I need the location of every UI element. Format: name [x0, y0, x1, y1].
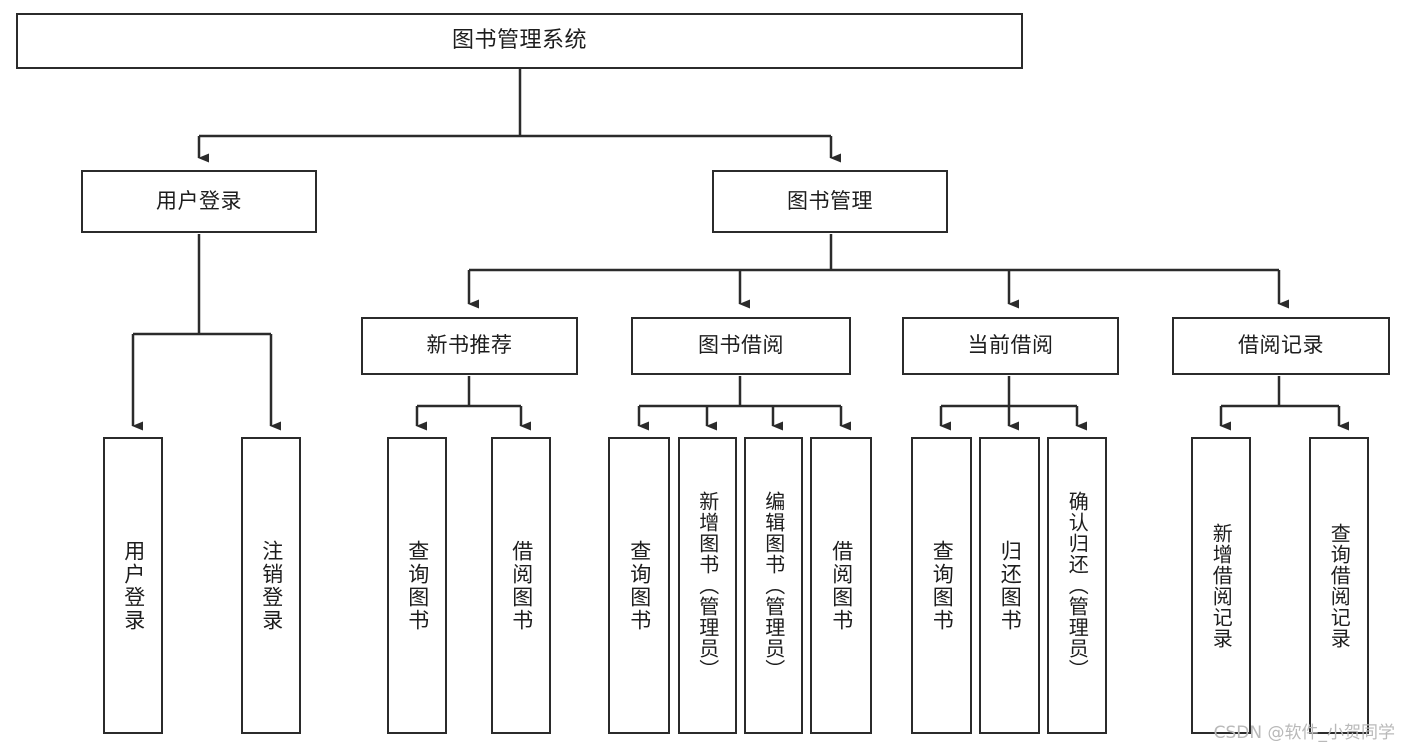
node-current-borrow[interactable]: 当前借阅 [902, 317, 1119, 375]
node-root[interactable]: 图书管理系统 [16, 13, 1023, 69]
leaf-user-logout[interactable]: 注销登录 [241, 437, 301, 734]
node-borrow-record-label: 借阅记录 [1238, 333, 1324, 358]
leaf-rec-add-label: 新增借阅记录 [1209, 522, 1234, 649]
leaf-user-logout-label: 注销登录 [259, 539, 284, 632]
leaf-borrow-query-label: 查询图书 [627, 539, 652, 632]
leaf-rec-borrow-label: 借阅图书 [509, 539, 534, 632]
node-user-login-label: 用户登录 [156, 188, 242, 213]
leaf-borrow-lend-label: 借阅图书 [829, 539, 854, 632]
leaf-borrow-lend[interactable]: 借阅图书 [810, 437, 872, 734]
leaf-rec-query[interactable]: 查询图书 [387, 437, 447, 734]
node-book-borrow-label: 图书借阅 [698, 333, 784, 358]
leaf-cur-query[interactable]: 查询图书 [911, 437, 972, 734]
leaf-rec-query2[interactable]: 查询借阅记录 [1309, 437, 1369, 734]
node-book-borrow[interactable]: 图书借阅 [631, 317, 851, 375]
leaf-borrow-add[interactable]: 新增图书（管理员） [678, 437, 737, 734]
leaf-borrow-edit-label: 编辑图书（管理员） [761, 491, 786, 680]
node-book-manage[interactable]: 图书管理 [712, 170, 948, 233]
node-root-label: 图书管理系统 [451, 27, 587, 53]
node-user-login[interactable]: 用户登录 [81, 170, 317, 233]
node-borrow-record[interactable]: 借阅记录 [1172, 317, 1390, 375]
leaf-cur-return[interactable]: 归还图书 [979, 437, 1040, 734]
leaf-cur-return-label: 归还图书 [998, 539, 1023, 632]
leaf-rec-add[interactable]: 新增借阅记录 [1191, 437, 1251, 734]
leaf-borrow-query[interactable]: 查询图书 [608, 437, 670, 734]
leaf-cur-confirm[interactable]: 确认归还（管理员） [1047, 437, 1107, 734]
node-new-book-rec-label: 新书推荐 [426, 333, 513, 358]
leaf-cur-query-label: 查询图书 [930, 539, 955, 632]
node-new-book-rec[interactable]: 新书推荐 [361, 317, 578, 375]
leaf-cur-confirm-label: 确认归还（管理员） [1065, 491, 1090, 680]
leaf-borrow-add-label: 新增图书（管理员） [695, 491, 720, 680]
leaf-user-login-label: 用户登录 [121, 539, 146, 632]
leaf-rec-query2-label: 查询借阅记录 [1327, 522, 1352, 649]
leaf-user-login[interactable]: 用户登录 [103, 437, 163, 734]
csdn-watermark: CSDN @软件_小贺同学 [1213, 723, 1395, 743]
node-book-manage-label: 图书管理 [787, 188, 873, 213]
leaf-borrow-edit[interactable]: 编辑图书（管理员） [744, 437, 803, 734]
leaf-rec-query-label: 查询图书 [405, 539, 430, 632]
leaf-rec-borrow[interactable]: 借阅图书 [491, 437, 551, 734]
node-current-borrow-label: 当前借阅 [967, 333, 1054, 358]
